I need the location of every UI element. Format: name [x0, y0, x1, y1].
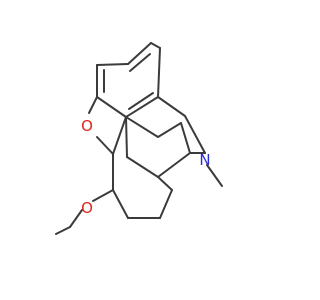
bond — [88, 96, 98, 114]
bond — [129, 53, 151, 72]
bond — [125, 116, 128, 158]
bond — [96, 96, 127, 118]
bond — [69, 209, 83, 228]
bond — [125, 96, 159, 118]
oxygen-methoxy-label: O — [81, 199, 93, 217]
nitrogen-label: N — [199, 151, 210, 169]
bond — [96, 63, 129, 66]
bond — [92, 189, 114, 202]
bond — [206, 164, 223, 187]
bond — [157, 96, 186, 117]
oxygen-ring-label: O — [81, 117, 93, 135]
bond — [157, 176, 173, 191]
bond — [157, 47, 161, 98]
bond — [96, 136, 114, 155]
bond — [150, 42, 161, 49]
bond — [184, 115, 206, 154]
molecule-structure: O O N — [55, 42, 223, 235]
structure-canvas: O O N — [55, 42, 223, 235]
bond — [125, 116, 159, 138]
bond — [112, 116, 127, 155]
bond — [159, 189, 173, 219]
bond — [126, 156, 159, 178]
bond — [128, 92, 154, 110]
bond — [180, 122, 191, 154]
bond — [127, 42, 152, 65]
bond — [112, 189, 129, 219]
bond — [157, 152, 191, 178]
bond — [157, 122, 182, 138]
bond — [55, 226, 71, 235]
